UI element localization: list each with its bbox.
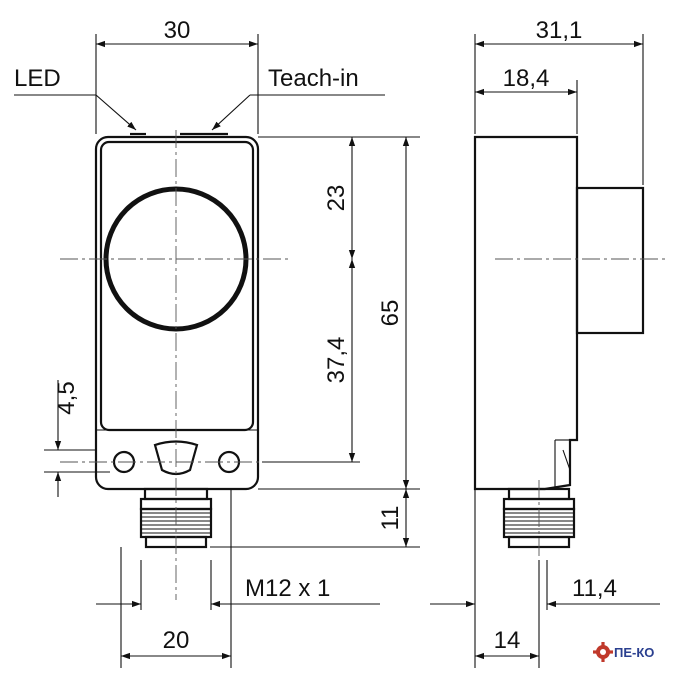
dim-37-4: 37,4 (323, 337, 350, 384)
dim-20: 20 (163, 627, 190, 654)
dim-m12x1: M12 x 1 (245, 575, 330, 602)
dim-18-4: 18,4 (503, 65, 550, 92)
center-notch (153, 440, 199, 476)
sensor-face (99, 140, 255, 432)
housing-side (473, 135, 579, 491)
sensing-head-side (575, 186, 645, 335)
teach-in-label: Teach-in (268, 65, 359, 92)
dim-4-5: 4,5 (53, 381, 80, 414)
side-view: 31,1 18,4 11,4 14 (430, 17, 668, 668)
dim-31-1: 31,1 (536, 17, 583, 44)
dim-23: 23 (323, 185, 350, 212)
peko-logo: ПЕ-КО (593, 642, 654, 662)
led-label: LED (14, 65, 61, 92)
front-view: 30 LED Teach-in 23 37,4 65 11 4,5 (14, 17, 420, 668)
dim-65: 65 (377, 300, 404, 327)
dim-11-4: 11,4 (572, 575, 617, 602)
dim-30: 30 (164, 17, 191, 44)
dim-11: 11 (377, 506, 404, 531)
logo-text: ПЕ-КО (614, 645, 654, 660)
gear-icon (593, 642, 613, 662)
dim-14: 14 (494, 627, 521, 654)
